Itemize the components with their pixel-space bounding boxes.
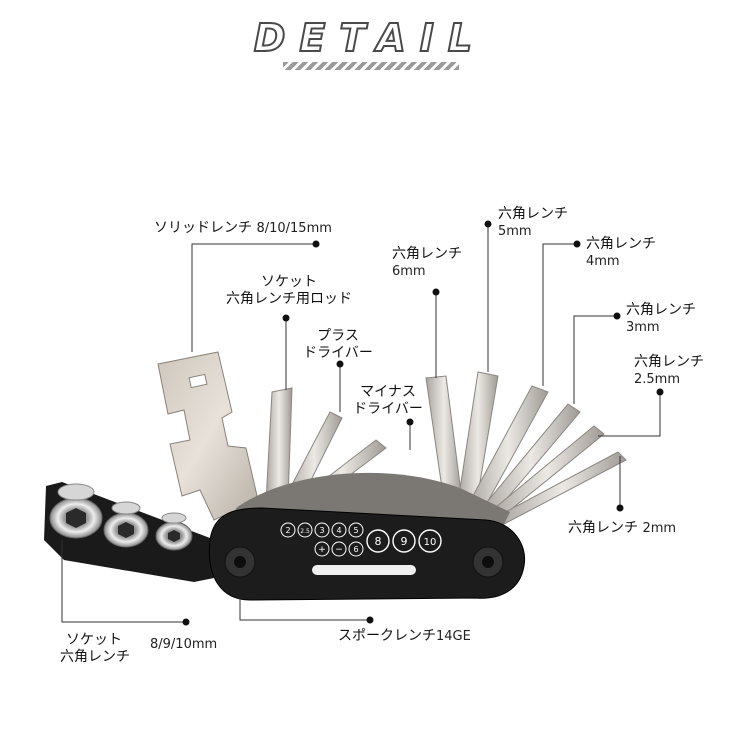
label-minus-driver: マイナス ドライバー <box>353 384 423 417</box>
mark-8: 8 <box>375 535 382 548</box>
mark-4: 4 <box>336 526 341 535</box>
mark-plus: + <box>318 545 326 555</box>
label-plus-driver: プラス ドライバー <box>303 328 373 361</box>
label-hex-2mm: 六角レンチ 2mm <box>568 520 677 536</box>
mark-2: 2 <box>285 526 290 535</box>
mark-6: 6 <box>353 545 358 554</box>
mark-3: 3 <box>319 526 324 535</box>
label-socket-rod: ソケット 六角レンチ用ロッド <box>226 274 352 307</box>
label-spoke-wrench: スポークレンチ14GE <box>338 628 471 644</box>
tool-handle <box>208 507 526 601</box>
mark-5: 5 <box>353 526 358 535</box>
label-socket-hex: ソケット 六角レンチ <box>60 632 130 665</box>
label-hex-2.5mm: 六角レンチ 2.5mm <box>634 354 704 387</box>
handle-size-marks: 2 2.5 3 4 5 + − 6 8 9 10 <box>280 522 442 557</box>
title-underline <box>283 62 459 70</box>
label-hex-5mm: 六角レンチ 5mm <box>498 206 568 239</box>
label-hex-4mm: 六角レンチ 4mm <box>586 236 656 269</box>
mark-2.5: 2.5 <box>300 528 310 535</box>
socket-holder <box>44 482 214 582</box>
solid-wrench <box>157 351 259 521</box>
label-hex-3mm: 六角レンチ 3mm <box>626 302 696 335</box>
callout-lines <box>61 224 661 623</box>
mark-9: 9 <box>401 535 408 548</box>
label-socket-hex-size: 8/9/10mm <box>150 637 218 652</box>
mark-minus: − <box>335 545 343 555</box>
mark-10: 10 <box>424 537 437 548</box>
callout-dots <box>182 220 664 626</box>
label-solid-wrench: ソリッドレンチ 8/10/15mm <box>154 220 332 236</box>
page-title: DETAIL <box>253 15 487 61</box>
label-hex-6mm: 六角レンチ 6mm <box>392 246 462 279</box>
